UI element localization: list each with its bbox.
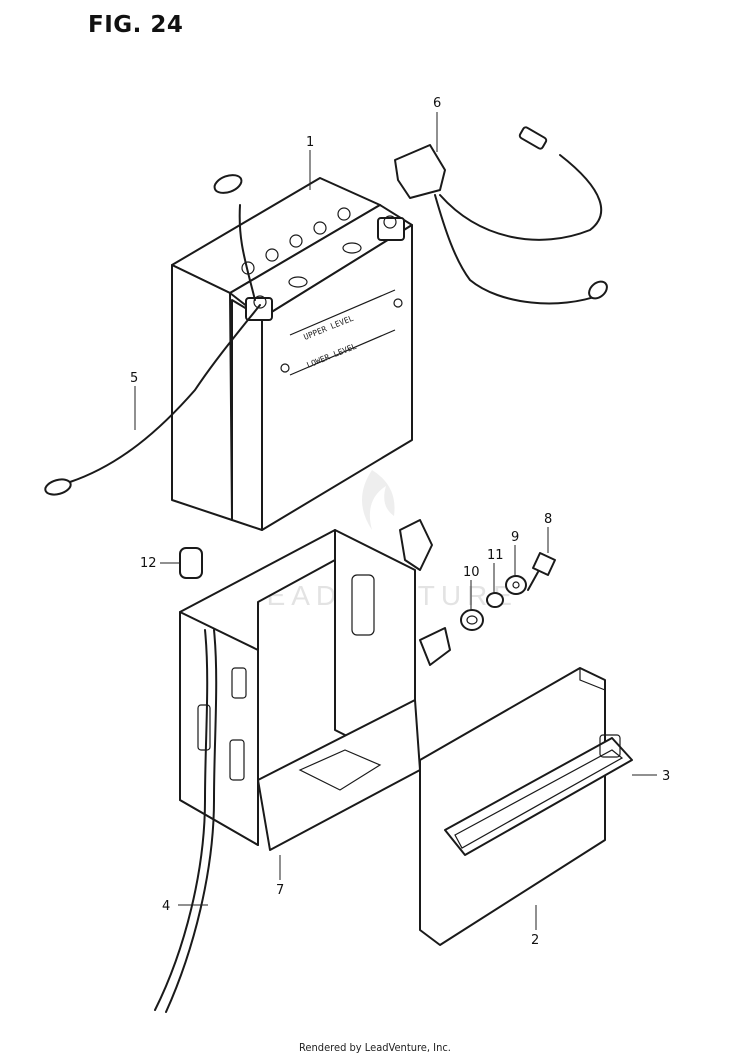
callout-3: 3 (662, 769, 670, 784)
cap[interactable] (179, 547, 203, 579)
plus-mark-icon (393, 298, 403, 308)
callout-9: 9 (511, 530, 519, 545)
cushion[interactable] (460, 609, 484, 631)
positive-cable[interactable] (394, 126, 610, 305)
watermark-logo-icon (362, 470, 395, 530)
battery[interactable]: UPPER LEVEL LOWER LEVEL (171, 177, 413, 531)
battery-holder[interactable] (179, 519, 451, 851)
negative-cable[interactable] (44, 172, 261, 497)
callout-10: 10 (463, 565, 480, 580)
battery-band[interactable] (444, 734, 633, 856)
terminal-positive (377, 215, 405, 241)
bolt[interactable] (527, 552, 556, 591)
callout-7: 7 (276, 883, 284, 898)
spacer[interactable] (486, 592, 504, 608)
callout-leaders (134, 112, 657, 930)
footer-credit: Rendered by LeadVenture, Inc. (299, 1041, 451, 1054)
callout-2: 2 (531, 933, 539, 948)
callout-8: 8 (544, 512, 552, 527)
figure-title: FIG. 24 (88, 12, 184, 38)
callout-6: 6 (433, 96, 441, 111)
washer[interactable] (505, 575, 527, 595)
minus-mark-icon (280, 363, 290, 373)
callout-5: 5 (130, 371, 138, 386)
breather-tube[interactable] (154, 629, 218, 1013)
callout-1: 1 (306, 135, 314, 150)
callout-11: 11 (487, 548, 504, 563)
callout-12: 12 (140, 556, 157, 571)
callout-4: 4 (162, 899, 170, 914)
